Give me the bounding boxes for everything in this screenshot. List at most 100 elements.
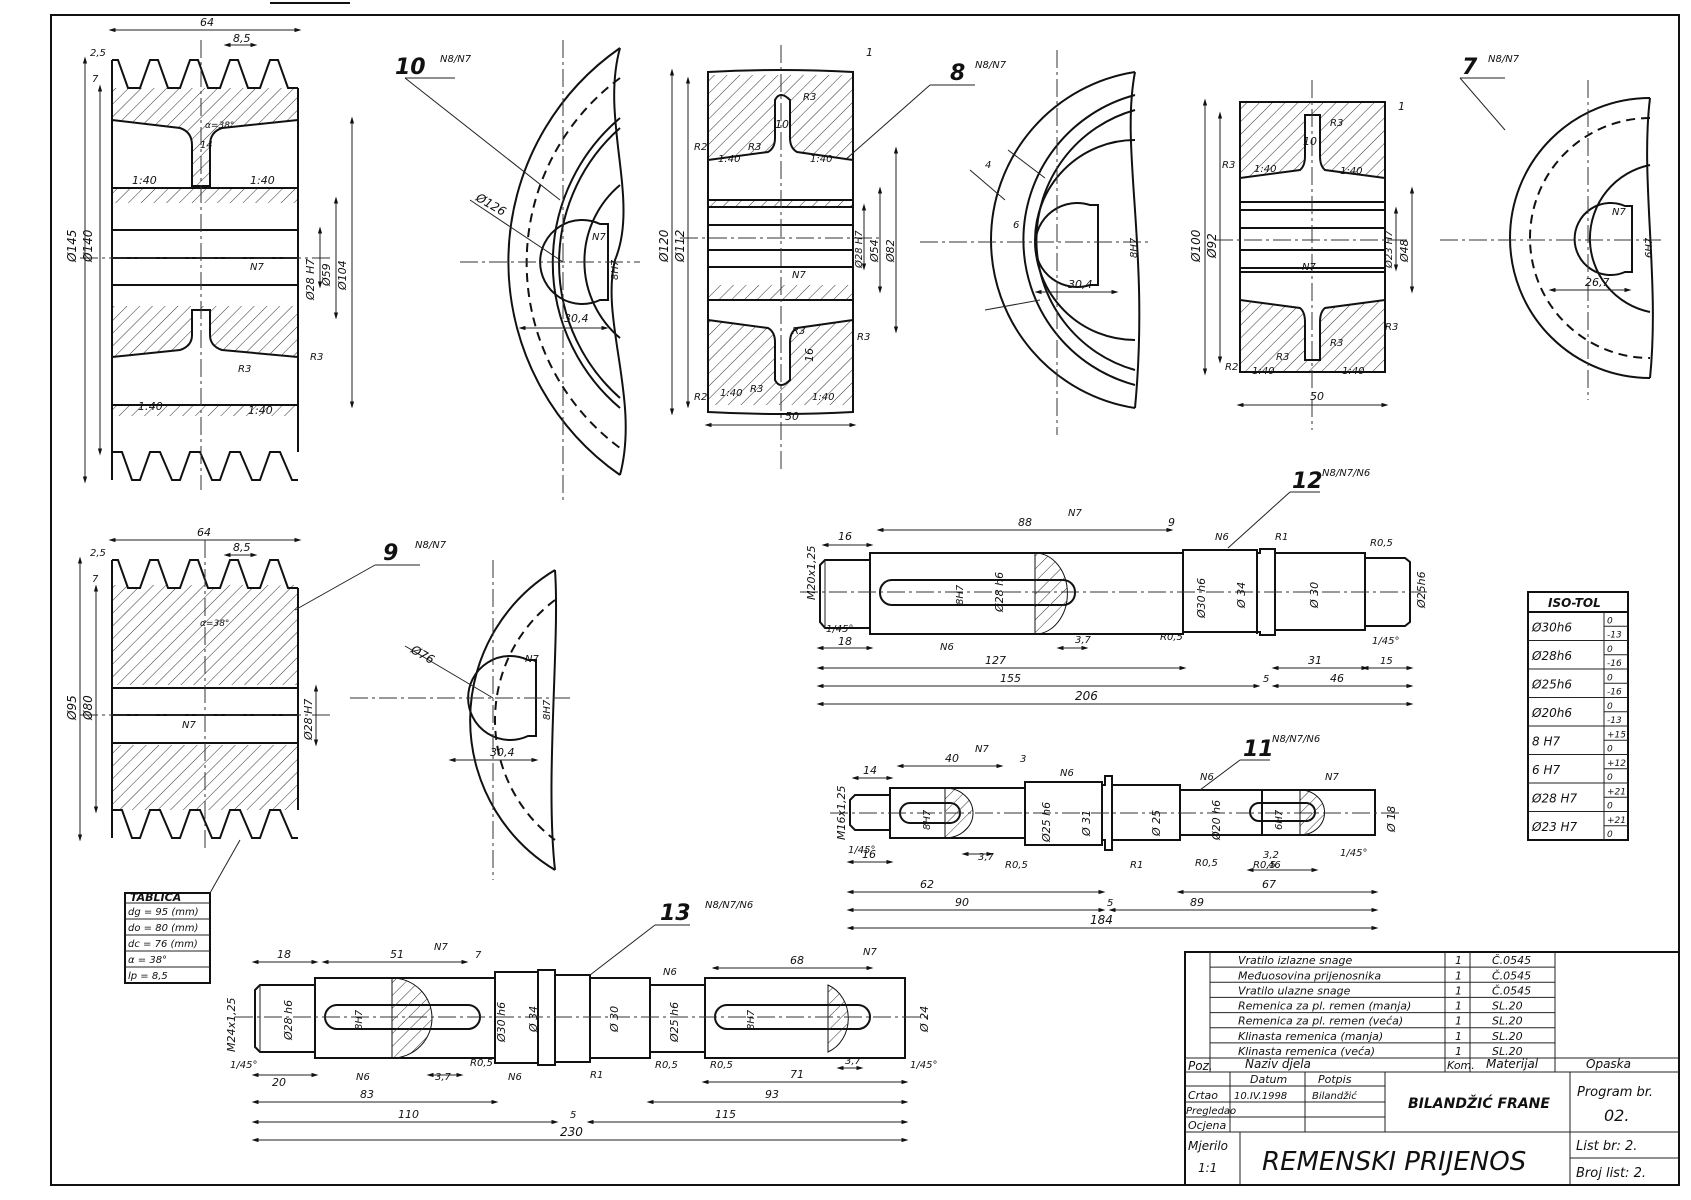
p13-marks: N8/N7/N6	[705, 900, 753, 911]
p9-num: 9	[383, 541, 398, 566]
iso-tol-fit: Ø28 H7	[1531, 791, 1578, 805]
p12-d25h6: Ø25h6	[1415, 571, 1428, 609]
p10-d7: 7	[92, 74, 99, 85]
p8-t140c: 1:40	[720, 388, 742, 399]
p10-d140: Ø140	[81, 229, 95, 263]
p10-d25: 2,5	[90, 48, 106, 59]
title-block: Poz. Naziv djela Kom. Materijal Opaska D…	[1184, 951, 1680, 1186]
p8-d4: 4	[985, 160, 991, 171]
p7-d92: Ø92	[1205, 233, 1219, 259]
iso-tol-upper: 0	[1607, 616, 1613, 626]
p11-r05c: R0,5	[1253, 860, 1276, 871]
p10-w14: 14	[200, 140, 213, 151]
p11-num: 11	[1243, 737, 1274, 762]
iso-tol-upper: +21	[1607, 787, 1626, 797]
p8-num: 8	[950, 61, 965, 86]
p11-l184: 184	[1090, 913, 1113, 927]
p8-n7: N7	[792, 270, 806, 281]
p13-l71: 71	[790, 1068, 804, 1081]
p7-t140c: 1:40	[1252, 366, 1274, 377]
iso-tol-lower: -16	[1607, 688, 1622, 698]
p11-l40: 40	[945, 752, 959, 765]
p11-l5: 5	[1107, 898, 1113, 909]
p8-t140a: 1:40	[718, 154, 740, 165]
tablica-row: α = 38°	[128, 955, 167, 966]
p7-t140b: 1:40	[1340, 166, 1362, 177]
p9-w64: 64	[197, 526, 211, 539]
tb-ocjena: Ocjena	[1188, 1119, 1227, 1132]
tb-program-no: 02.	[1604, 1106, 1629, 1125]
p13-l93: 93	[765, 1088, 779, 1101]
p10-d126: Ø126	[473, 190, 509, 219]
iso-tol-lower: 0	[1607, 830, 1613, 840]
p9-n7b: N7	[525, 654, 539, 665]
iso-tol-lower: 0	[1607, 745, 1613, 755]
iso-tol-lower: 0	[1607, 802, 1613, 812]
bom-row-name: Remenica za pl. remen (veća)	[1238, 1015, 1403, 1028]
p11-k8h7: 8H7	[922, 809, 933, 830]
p7-r2: R2	[1225, 362, 1238, 373]
tb-pregledao: Pregledao	[1186, 1106, 1236, 1117]
p11-d20h6: Ø20 h6	[1210, 800, 1223, 841]
bom-row-material: Č.0545	[1492, 969, 1531, 982]
p7-n7b: N7	[1612, 207, 1626, 218]
tb-mjerilo: 1:1	[1198, 1161, 1217, 1175]
p9-d95: Ø95	[65, 695, 79, 721]
tb-date: 10.IV.1998	[1234, 1091, 1287, 1102]
tablica-row: dc = 76 (mm)	[128, 939, 198, 950]
bom-h-note: Opaska	[1586, 1057, 1631, 1071]
p8-d82: Ø82	[884, 239, 897, 263]
p11-k6h7: 6H7	[1274, 809, 1285, 830]
p10-key: 30,4	[564, 312, 589, 325]
p7-one: 1	[1398, 100, 1405, 113]
p10-key2: 8H7	[610, 259, 621, 280]
tablica-table: TABLICA dg = 95 (mm) do = 80 (mm) dc = 7…	[124, 839, 241, 984]
bom-row-name: Vratilo izlazne snage	[1238, 954, 1353, 967]
p13-l230: 230	[560, 1125, 583, 1139]
p12-l88: 88	[1018, 516, 1032, 529]
p11-l46: 46	[1268, 860, 1281, 871]
p7-r3a: R3	[1330, 118, 1343, 129]
iso-tol-lower: -13	[1607, 631, 1622, 641]
p12-thread: M20x1,25	[805, 546, 818, 601]
iso-tol-fit: Ø23 H7	[1531, 820, 1578, 834]
p8-one: 1	[866, 46, 873, 59]
iso-tol-fit: 8 H7	[1532, 734, 1560, 748]
part-10-section-view: 64 8,5 2,5 7 α=38° 14 1:40 1:40 1:40 1:4…	[65, 16, 355, 490]
iso-tol-upper: 0	[1607, 702, 1613, 712]
p12-l31: 31	[1308, 654, 1322, 667]
p8-r2b: R2	[694, 392, 707, 403]
p12-l46: 46	[1330, 672, 1344, 685]
p8-t140d: 1:40	[812, 392, 834, 403]
p12-k8h7: 8H7	[955, 584, 966, 605]
bom-row-material: Č.0545	[1492, 954, 1531, 967]
p10-n7a: N7	[250, 262, 264, 273]
iso-tol-fit: Ø30h6	[1531, 620, 1572, 634]
p9-bore: Ø28 H7	[302, 699, 315, 741]
tb-title: REMENSKI PRIJENOS	[1262, 1147, 1526, 1177]
p9-key: 30,4	[490, 746, 515, 759]
p9-p85: 8,5	[233, 541, 251, 554]
p13-d24: Ø 24	[918, 1006, 931, 1033]
tablica-row: dg = 95 (mm)	[128, 907, 199, 918]
p8-key2: 8H7	[1129, 237, 1140, 258]
tb-h-datum: Datum	[1250, 1073, 1287, 1086]
p8-t140b: 1:40	[810, 154, 832, 165]
p8-w10: 10	[775, 118, 789, 131]
p11-l32: 3,2	[1263, 850, 1279, 861]
p11-marks: N8/N7/N6	[1272, 734, 1320, 745]
p12-num: 12	[1292, 469, 1323, 494]
p13-r05c: R0,5	[710, 1060, 733, 1071]
part-11-shaft: 14 40 3 16 3,7 62 90 5 89 184 67 3,2 46 …	[830, 734, 1400, 931]
tb-h-potpis: Potpis	[1318, 1073, 1352, 1086]
p10-t140c: 1:40	[138, 400, 163, 413]
bom-row-qty: 1	[1455, 1015, 1462, 1028]
tb-program-label: Program br.	[1577, 1085, 1653, 1100]
tb-mjerilo-label: Mjerilo	[1188, 1139, 1228, 1153]
p8-marks: N8/N7	[975, 60, 1007, 71]
bom-row-qty: 1	[1455, 984, 1462, 997]
p7-key: 26,7	[1585, 276, 1610, 289]
p11-l14: 14	[863, 764, 877, 777]
p12-d30: Ø 30	[1308, 582, 1321, 609]
